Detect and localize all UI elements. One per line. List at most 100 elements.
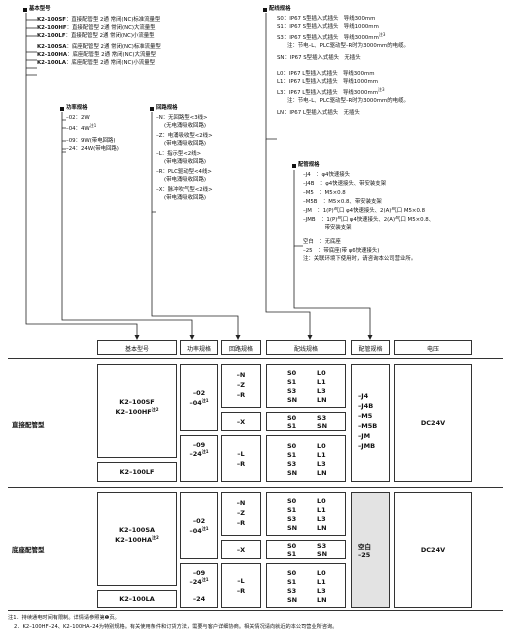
g2-piping: 空白 –25 (351, 492, 390, 608)
model-code: K2–100LA (119, 595, 155, 603)
circuit-sub: (带电涌吸收回路) (164, 177, 206, 183)
power-code: –24 (189, 578, 202, 587)
wiring-code: LN (317, 524, 327, 532)
header-label: 配线规格 (293, 346, 318, 353)
wiring-code: S3 (287, 460, 297, 468)
g2-voltage: DC24V (394, 492, 472, 608)
power-item: –09：9W(带电回路) (66, 137, 116, 144)
piping-line: –M5B ：M5×0.8、带安装支架 (303, 199, 382, 205)
circuit-sub: (带电涌吸收回路) (164, 195, 206, 201)
basic-model-marker (23, 8, 27, 12)
table-top-rule (8, 358, 503, 359)
wiring-line: S3：IP67 S型插入式插头 导线3000mm (277, 34, 379, 41)
wiring-title: 配线规格 (269, 6, 291, 12)
note-mark: 注1 (89, 123, 97, 128)
circuit-code: –Z (237, 509, 245, 517)
piping-line: –M5 ：M5×0.8 (303, 190, 346, 196)
g2-wiring-b: S0 L0 S1 L1 S3 L3 SN LN (266, 563, 346, 608)
circuit-item: –Z：电涌吸收型<2线> (156, 133, 213, 139)
model-code: K2–100HF (115, 408, 152, 417)
wiring-line: S0：IP67 S型插入式插头 导线300mm (277, 16, 376, 22)
group-base-label: 底座配管型 (12, 546, 45, 554)
model-code: K2-100LA (37, 60, 67, 66)
g2-la-box: K2–100LA (97, 590, 177, 608)
g1-circuit-a: –N –Z –R (221, 364, 261, 408)
model-desc: ：底座配管型 2通 常闭(NC)大流量型 (67, 52, 157, 58)
wiring-marker (263, 8, 267, 12)
g1-wiring-b: S0 L0 S1 L1 S3 L3 SN LN (266, 435, 346, 482)
piping-code: 空白 (358, 543, 371, 551)
g2-model-box: K2–100SA K2–100HA注2 (97, 492, 177, 586)
wiring-code: SN (317, 550, 328, 558)
wiring-code: LN (317, 396, 327, 404)
piping-line: –JMB ：1(P)气口 φ4快速接头、2(A)气口 M5×0.8、 (303, 217, 435, 223)
header-basic-model: 基本型号 (97, 340, 177, 355)
basic-model-title: 基本型号 (29, 6, 51, 12)
wiring-code: L3 (317, 587, 326, 595)
header-wiring: 配线规格 (266, 340, 346, 355)
piping-code: –J4B (358, 402, 374, 410)
circuit-code: –R (236, 587, 246, 595)
piping-note: 注：关联环境下使用时，请咨询本公司营业所。 (303, 256, 417, 262)
g1-wiring-a: S0 L0 S1 L1 S3 L3 SN LN (266, 364, 346, 408)
g1-model-box: K2–100SF K2–100HF注2 (97, 364, 177, 458)
circuit-item: –R：PLC驱动型<4线> (156, 169, 212, 175)
wiring-code: L1 (317, 378, 326, 386)
model-desc: ：直接配管型 2通 常闭(NC)标准流量型 (65, 17, 161, 23)
power-marker (60, 107, 64, 111)
header-label: 基本型号 (124, 346, 149, 353)
wiring-code: S3 (317, 414, 327, 422)
circuit-code: –X (236, 418, 246, 426)
piping-code: –JMB (358, 442, 376, 450)
wiring-code: S0 (287, 542, 297, 550)
header-power: 功率规格 (180, 340, 218, 355)
header-label: 功率规格 (186, 346, 211, 353)
wiring-code: LN (317, 596, 327, 604)
power-item: –02：2W (66, 115, 90, 121)
header-label: 回路规格 (228, 346, 253, 353)
piping-code: –J4 (358, 392, 369, 400)
voltage-value: DC24V (420, 419, 446, 427)
power-code: –09 (192, 441, 206, 449)
wiring-line: LN：IP67 L型插入式插头 无插头 (277, 109, 360, 116)
wiring-code: S3 (287, 587, 297, 595)
piping-code: –JM (358, 432, 371, 440)
circuit-code: –N (236, 499, 246, 507)
model-desc: ：底座配管型 2通 常闭(NC)小流量型 (66, 60, 155, 66)
voltage-value: DC24V (420, 546, 446, 554)
circuit-title: 回路规格 (156, 105, 178, 111)
piping-line: –J4B ：φ4快速接头、带安装支架 (303, 181, 387, 187)
g2-circuit-b: –L –R (221, 563, 261, 608)
circuit-code: –Z (237, 381, 245, 389)
g2-circuit-x: –X (221, 540, 261, 559)
table-bottom-rule (8, 610, 503, 611)
header-voltage: 电压 (394, 340, 472, 355)
power-code: –09 (192, 569, 206, 577)
power-code: –04 (189, 399, 202, 408)
model-code: K2–100SA (118, 526, 156, 534)
g2-wiring-x: S0 S3 S1 SN (266, 540, 346, 559)
power-code: –24 (192, 595, 206, 603)
wiring-code: L3 (317, 515, 326, 523)
wiring-code: L0 (317, 442, 326, 450)
footnote-2: 2．K2–100HF–24、K2–100HA–24为特别规格。有关使用条件和订货… (14, 624, 338, 630)
piping-marker (292, 164, 296, 168)
power-code: –04 (189, 527, 202, 536)
wiring-code: L3 (317, 460, 326, 468)
header-circuit: 回路规格 (221, 340, 261, 355)
circuit-code: –N (236, 371, 246, 379)
model-code: K2–100LF (119, 468, 155, 476)
wiring-code: L1 (317, 506, 326, 514)
model-desc: ：底座配管型 2通 常闭(NC)标准流量型 (66, 44, 161, 50)
wiring-code: S3 (287, 515, 297, 523)
wiring-note: 注：节电–L、PLC驱动型–R时为3000mm的电缆。 (287, 42, 409, 49)
model-desc: ：直接配管型 2通 常闭(NC)大流量型 (66, 25, 156, 31)
circuit-sub: (带电涌吸收回路) (164, 159, 206, 165)
model-code: K2-100HA (37, 52, 68, 58)
model-code: K2-100LF (37, 33, 66, 39)
wiring-code: LN (317, 469, 327, 477)
wiring-code: S0 (287, 369, 297, 377)
wiring-code: S0 (287, 569, 297, 577)
group-direct-label: 直接配管型 (12, 421, 45, 429)
piping-code: –25 (358, 551, 371, 559)
